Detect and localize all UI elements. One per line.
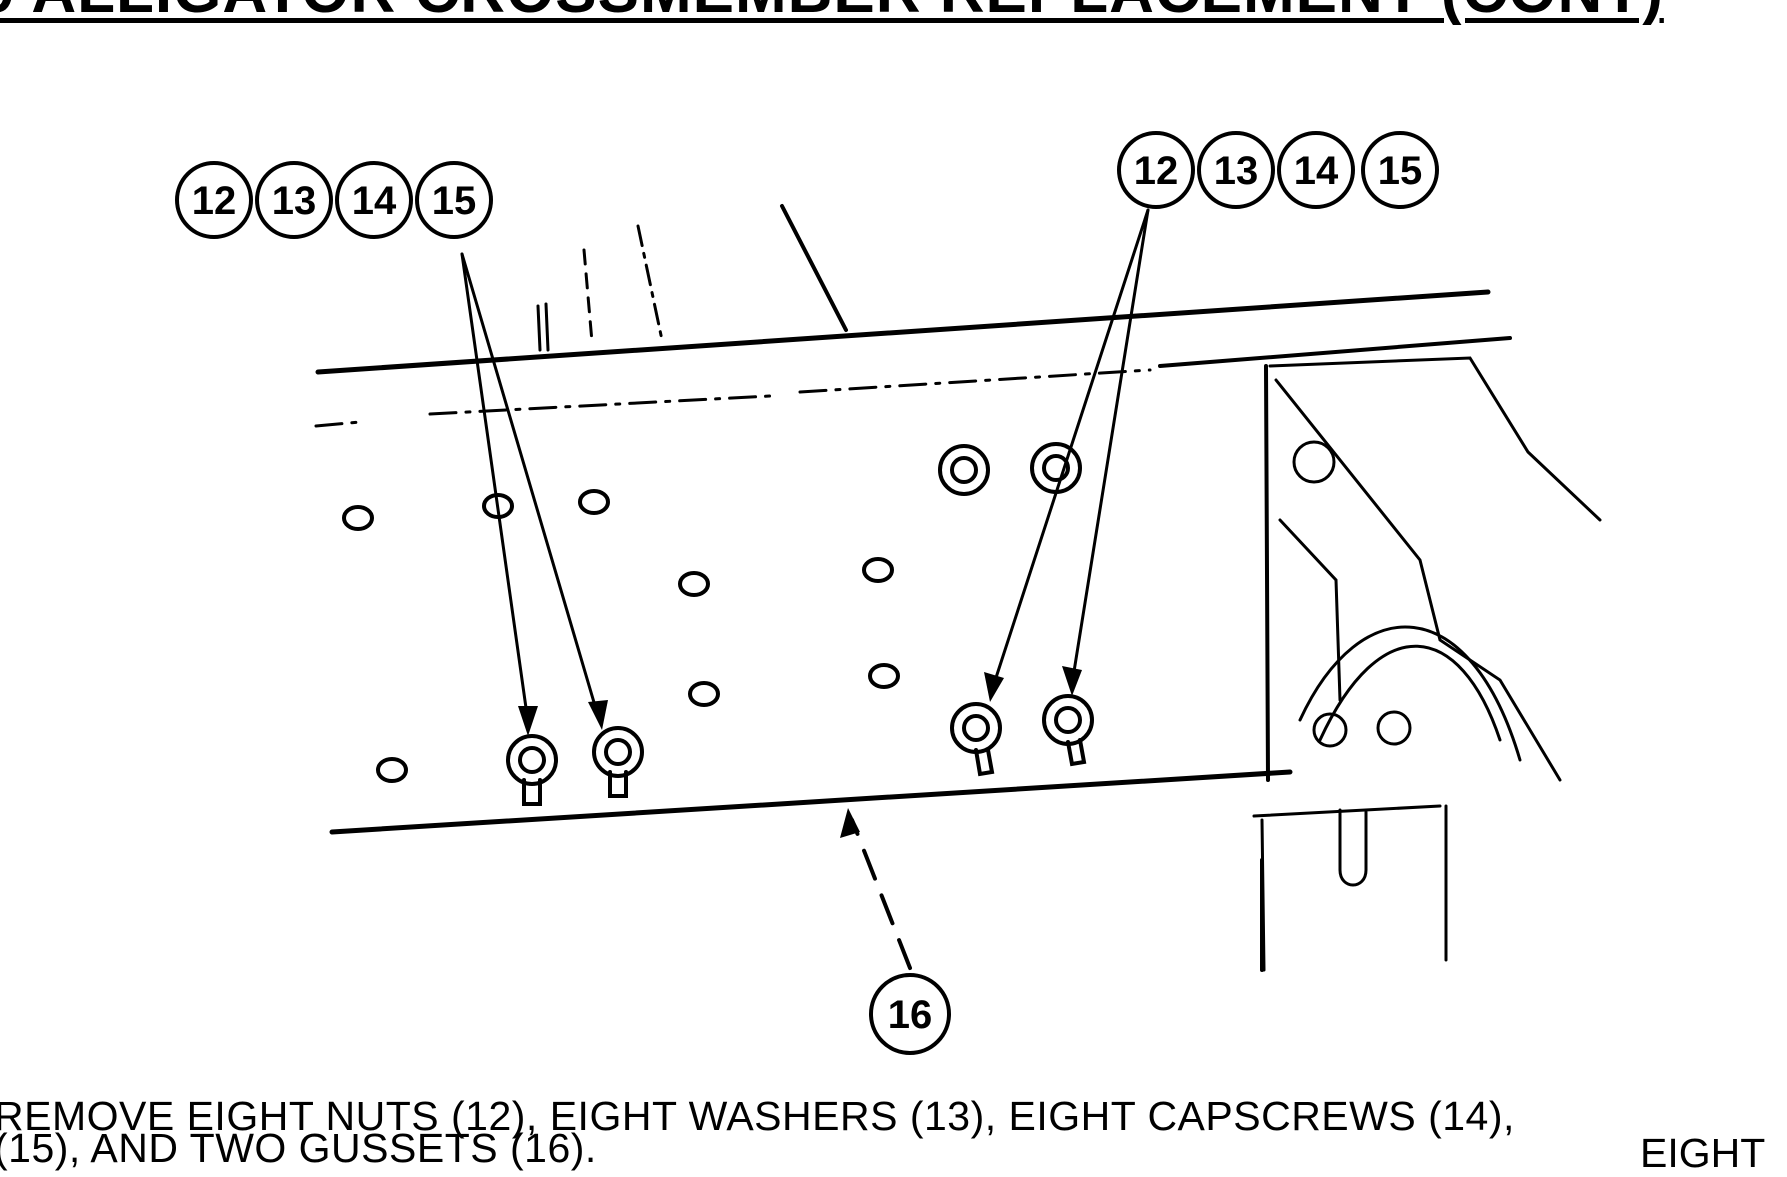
arrow-head	[840, 808, 860, 838]
callout-number: 15	[432, 179, 477, 223]
frame-line	[536, 302, 550, 352]
installed-nut	[506, 734, 558, 806]
leader-line	[460, 252, 530, 724]
bolt-hole	[688, 681, 720, 707]
page-title: 9 ALLIGATOR CROSSMEMBER REPLACEMENT (CON…	[0, 0, 1664, 27]
bracket-nut	[1312, 712, 1348, 748]
frame-dash-line	[636, 224, 664, 342]
callout-circle	[1197, 131, 1275, 209]
installed-nut	[938, 444, 990, 496]
callout-circle	[415, 161, 493, 239]
bolt-hole	[578, 489, 610, 515]
bolt-hole	[868, 663, 900, 689]
installed-nut	[1042, 694, 1094, 767]
leader-line	[1070, 208, 1150, 686]
bracket-arc	[1298, 625, 1522, 762]
crossmember-bottom-edge	[329, 769, 1293, 835]
callout-circle	[1277, 131, 1355, 209]
leader-line	[990, 208, 1150, 692]
arrow-head	[588, 700, 608, 730]
bracket-nut	[1376, 710, 1412, 746]
leader-line	[460, 252, 600, 718]
callout-number: 13	[1214, 149, 1259, 193]
bracket-outline	[1274, 378, 1562, 782]
callout-circle	[255, 161, 333, 239]
callout-number: 14	[1294, 149, 1339, 193]
callout-number: 13	[272, 179, 317, 223]
bolt-hole	[862, 557, 894, 583]
callout-circle	[1117, 131, 1195, 209]
bracket-nut	[1292, 440, 1336, 484]
arrow-head	[518, 706, 538, 736]
installed-nut	[950, 702, 1002, 777]
arrow-head	[984, 672, 1004, 702]
crossmember-top-edge	[315, 289, 1491, 375]
bracket-outline	[1268, 356, 1602, 522]
arrow-head	[1062, 666, 1082, 696]
callout-number: 15	[1378, 149, 1423, 193]
hidden-line	[314, 368, 1152, 428]
bolt-hole	[342, 505, 374, 531]
frame-dash-line	[582, 248, 594, 344]
frame-line	[780, 204, 848, 332]
step-instruction-continued: EIGHT	[1640, 1130, 1766, 1176]
installed-nut	[1030, 442, 1082, 494]
slot-outline	[1338, 808, 1368, 887]
callout-circle	[175, 161, 253, 239]
callout-circle	[335, 161, 413, 239]
callout-number: 12	[192, 179, 237, 223]
crossmember-top-edge-right	[1158, 336, 1512, 368]
installed-nut	[592, 726, 644, 798]
bolt-hole	[678, 571, 710, 597]
bolt-hole	[376, 757, 408, 783]
callout-number: 12	[1134, 149, 1179, 193]
callout-number: 14	[352, 179, 397, 223]
callout-circle	[1361, 131, 1439, 209]
gusset-leader-line	[850, 818, 912, 970]
callout-circle	[869, 973, 951, 1055]
callout-number: 16	[888, 993, 933, 1037]
bracket-outline	[1278, 518, 1342, 702]
step-instruction: REMOVE EIGHT NUTS (12), EIGHT WASHERS (1…	[0, 1093, 1515, 1171]
bracket-post	[1252, 804, 1448, 972]
